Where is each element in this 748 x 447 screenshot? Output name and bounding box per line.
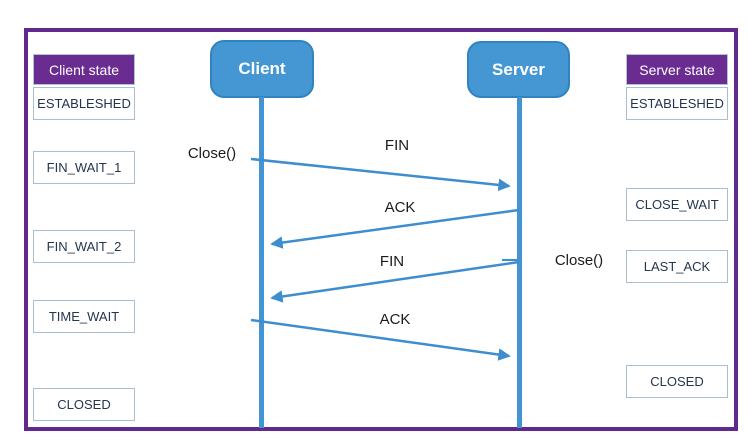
state-box-server-established: ESTABLESHED bbox=[626, 87, 728, 120]
client-state-header: Client state bbox=[33, 54, 135, 85]
server-state-header: Server state bbox=[626, 54, 728, 85]
client-close-call-label: Close() bbox=[187, 145, 237, 162]
actor-client: Client bbox=[210, 40, 314, 98]
client-lifeline bbox=[259, 97, 264, 428]
state-box-fin-wait-1: FIN_WAIT_1 bbox=[33, 151, 135, 184]
state-box-client-closed: CLOSED bbox=[33, 388, 135, 421]
state-box-last-ack: LAST_ACK bbox=[626, 250, 728, 283]
server-lifeline bbox=[517, 97, 522, 428]
server-close-call-label: Close() bbox=[554, 252, 604, 269]
state-box-client-established: ESTABLESHED bbox=[33, 87, 135, 120]
state-box-fin-wait-2: FIN_WAIT_2 bbox=[33, 230, 135, 263]
state-box-close-wait: CLOSE_WAIT bbox=[626, 188, 728, 221]
state-box-time-wait: TIME_WAIT bbox=[33, 300, 135, 333]
actor-server: Server bbox=[467, 41, 570, 98]
diagram-border bbox=[24, 28, 738, 431]
state-box-server-closed: CLOSED bbox=[626, 365, 728, 398]
